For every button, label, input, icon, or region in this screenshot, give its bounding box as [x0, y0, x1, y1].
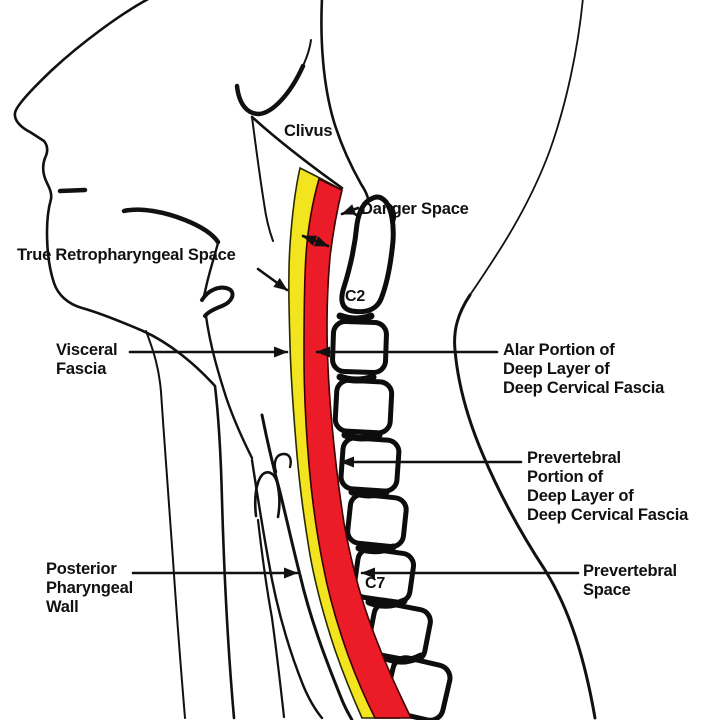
tongue-base-line — [202, 241, 220, 298]
vertebral-column — [330, 194, 453, 720]
face-profile-line — [13, 0, 236, 720]
fascia-double-arrow — [301, 234, 330, 248]
pharynx-roof-line — [251, 116, 274, 242]
vertebra-c2-label: C2 — [345, 288, 366, 305]
intervertebral-discs — [336, 312, 425, 665]
pharynx-line-2 — [250, 458, 324, 720]
danger-space-arrow — [340, 204, 360, 216]
back-of-neck-line — [453, 293, 597, 720]
hyoid-line — [273, 452, 292, 474]
posterior-pharyngeal-wall-line — [260, 413, 354, 720]
alar-portion-label: Alar Portion of Deep Layer of Deep Cervi… — [503, 341, 665, 397]
true-retropharyngeal-space-arrow — [256, 267, 289, 292]
danger-space-label: Danger Space — [361, 200, 469, 218]
c1-arch-hook — [384, 201, 397, 224]
vertebra-body — [332, 377, 395, 436]
clivus-label: Clivus — [284, 122, 333, 140]
tongue-curl-line — [200, 285, 235, 318]
clivus-inner-edge-line — [250, 115, 344, 190]
visceral-fascia-label: Visceral Fascia — [56, 341, 118, 378]
neck-front-line — [145, 330, 186, 719]
prevertebral-space-label: Prevertebral Space — [583, 562, 677, 599]
posterior-pharyngeal-wall-label: Posterior Pharyngeal Wall — [46, 560, 133, 616]
vertebra-body — [338, 435, 402, 494]
tongue-line — [121, 207, 221, 245]
larynx-line — [256, 518, 286, 719]
mouth-line — [57, 187, 88, 194]
nasopharynx-roof-line — [234, 63, 306, 117]
prevertebral-portion-label: Prevertebral Portion of Deep Layer of De… — [527, 449, 689, 524]
true-retropharyngeal-space-label: True Retropharyngeal Space — [17, 246, 236, 264]
pharynx-line-1 — [204, 314, 254, 460]
sphenoid-line — [302, 39, 312, 67]
vertebra-body — [330, 319, 389, 376]
vertebra-body — [345, 491, 409, 550]
back-of-head-line — [469, 0, 584, 296]
danger-space-band — [303, 177, 413, 719]
vertebra-c7-label: C7 — [365, 575, 386, 592]
